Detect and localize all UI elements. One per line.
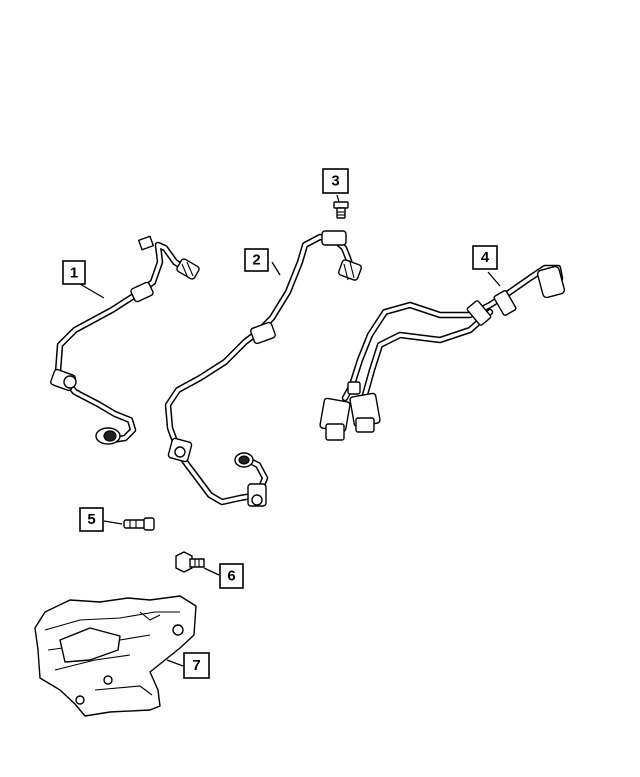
callout-4: 4 [472,245,498,270]
part-5-stud [123,517,155,531]
leader-line-3 [336,194,340,203]
part-1-tube-assembly [50,235,200,445]
callout-5: 5 [79,507,104,532]
svg-text:2: 2 [252,252,260,269]
part-7-heat-shield [34,595,197,717]
leader-line-2 [271,261,281,276]
part-4-tube-assembly [319,264,566,441]
part-6-bolt [175,551,205,573]
leader-line-7 [166,659,184,667]
callout-3: 3 [322,168,349,194]
svg-text:3: 3 [331,173,339,190]
part-3-screw [333,201,349,219]
callout-7: 7 [183,652,210,679]
leader-line-4 [487,271,501,287]
leader-line-5 [103,520,123,525]
part-2-tube-assembly [164,230,362,507]
callout-1: 1 [62,260,86,285]
svg-text:6: 6 [227,568,235,585]
svg-text:5: 5 [87,511,95,528]
leader-line-6 [203,567,220,576]
svg-text:1: 1 [70,265,78,282]
leader-line-1 [79,283,105,299]
callout-2: 2 [244,248,269,272]
svg-text:7: 7 [192,657,200,674]
callout-6: 6 [219,563,244,589]
svg-text:4: 4 [481,249,490,266]
